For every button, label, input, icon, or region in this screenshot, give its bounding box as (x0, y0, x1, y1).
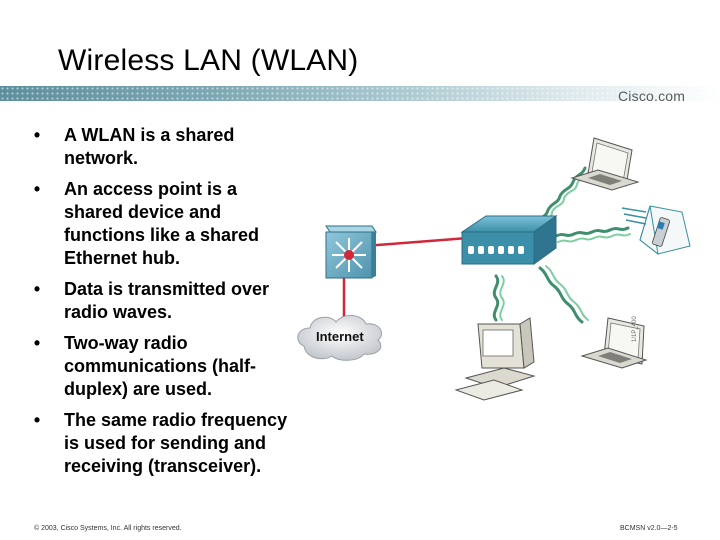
footer-copyright: © 2003, Cisco Systems, Inc. All rights r… (34, 525, 182, 532)
footer-course-code: BCMSN v2.0—2-5 (620, 525, 678, 532)
wlan-diagram: Internet (297, 137, 691, 401)
header-banner (0, 86, 720, 101)
laptop-icon (580, 317, 648, 369)
bullet-text: A WLAN is a shared network. (64, 125, 235, 168)
bullet-text: An access point is a shared device and f… (64, 179, 260, 268)
laptop-icon (570, 137, 640, 191)
brand-logo-text: Cisco.com (618, 88, 686, 104)
switch-icon (325, 225, 377, 279)
wireless-phone-icon (621, 205, 691, 256)
bullet-text: The same radio frequency is used for sen… (64, 410, 288, 476)
bullet-text: Two-way radio communications (half-duple… (64, 333, 257, 399)
internet-label: Internet (316, 329, 364, 344)
ethernet-link (363, 236, 469, 248)
desktop-computer-icon (454, 317, 536, 401)
access-point-icon (460, 215, 558, 265)
bullet-item: •A WLAN is a shared network. (33, 125, 235, 168)
bullet-text: Data is transmitted over radio waves. (64, 279, 270, 322)
slide-title: Wireless LAN (WLAN) (58, 44, 359, 77)
internet-cloud-icon: Internet (297, 315, 382, 361)
bullet-list: •A WLAN is a shared network. •An access … (30, 124, 292, 486)
figure-code: 1/1P_400 (632, 316, 638, 342)
bullet-item: •An access point is a shared device and … (33, 179, 260, 268)
bullet-item: •Two-way radio communications (half-dupl… (33, 333, 257, 399)
bullet-item: •The same radio frequency is used for se… (33, 410, 288, 476)
bullet-item: •Data is transmitted over radio waves. (33, 279, 270, 322)
